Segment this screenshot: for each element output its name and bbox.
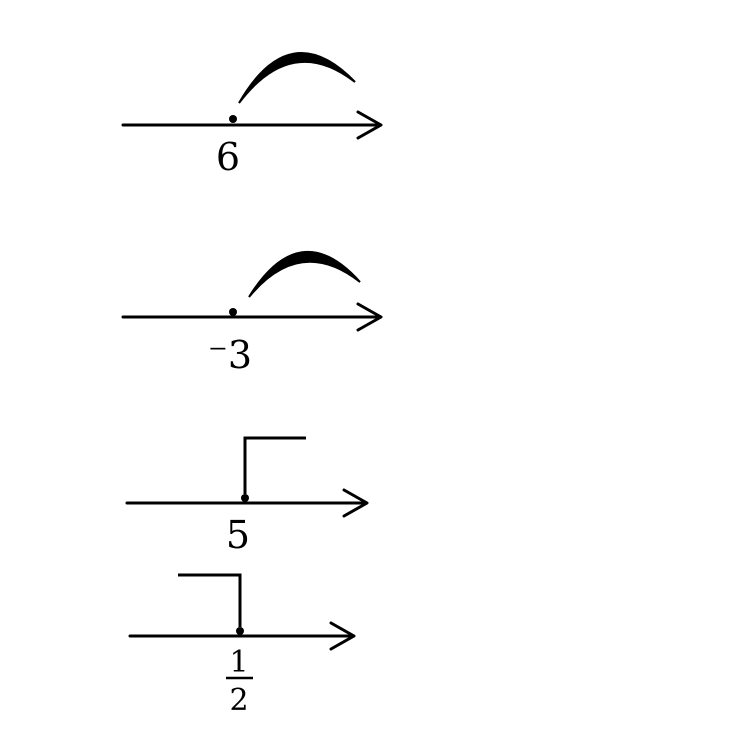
number-line-3-arrowhead — [342, 488, 369, 518]
number-line-4-bracket — [178, 573, 242, 627]
number-line-1: 6 — [121, 52, 383, 179]
number-line-4-label-denominator: 2 — [229, 683, 248, 718]
number-line-2-arc — [248, 250, 361, 298]
number-line-2-arrowhead — [356, 302, 383, 332]
number-line-1-arrowhead — [356, 110, 383, 140]
number-line-2-label: ⁻3 — [208, 333, 252, 377]
number-line-2-point — [229, 308, 237, 316]
number-line-2: ⁻3 — [121, 250, 383, 377]
number-line-3-point — [241, 494, 249, 502]
number-line-4-point — [236, 627, 244, 635]
number-line-4-arrowhead — [329, 621, 356, 651]
number-line-1-arc — [238, 52, 356, 104]
number-line-3-bracket — [243, 436, 306, 494]
number-line-3: 5 — [125, 436, 369, 557]
number-line-3-label: 5 — [226, 513, 250, 557]
number-line-1-point — [229, 115, 237, 123]
number-line-4-label-numerator: 1 — [229, 645, 248, 680]
number-line-4: 1 2 — [128, 573, 356, 718]
number-line-1-label: 6 — [216, 135, 240, 179]
